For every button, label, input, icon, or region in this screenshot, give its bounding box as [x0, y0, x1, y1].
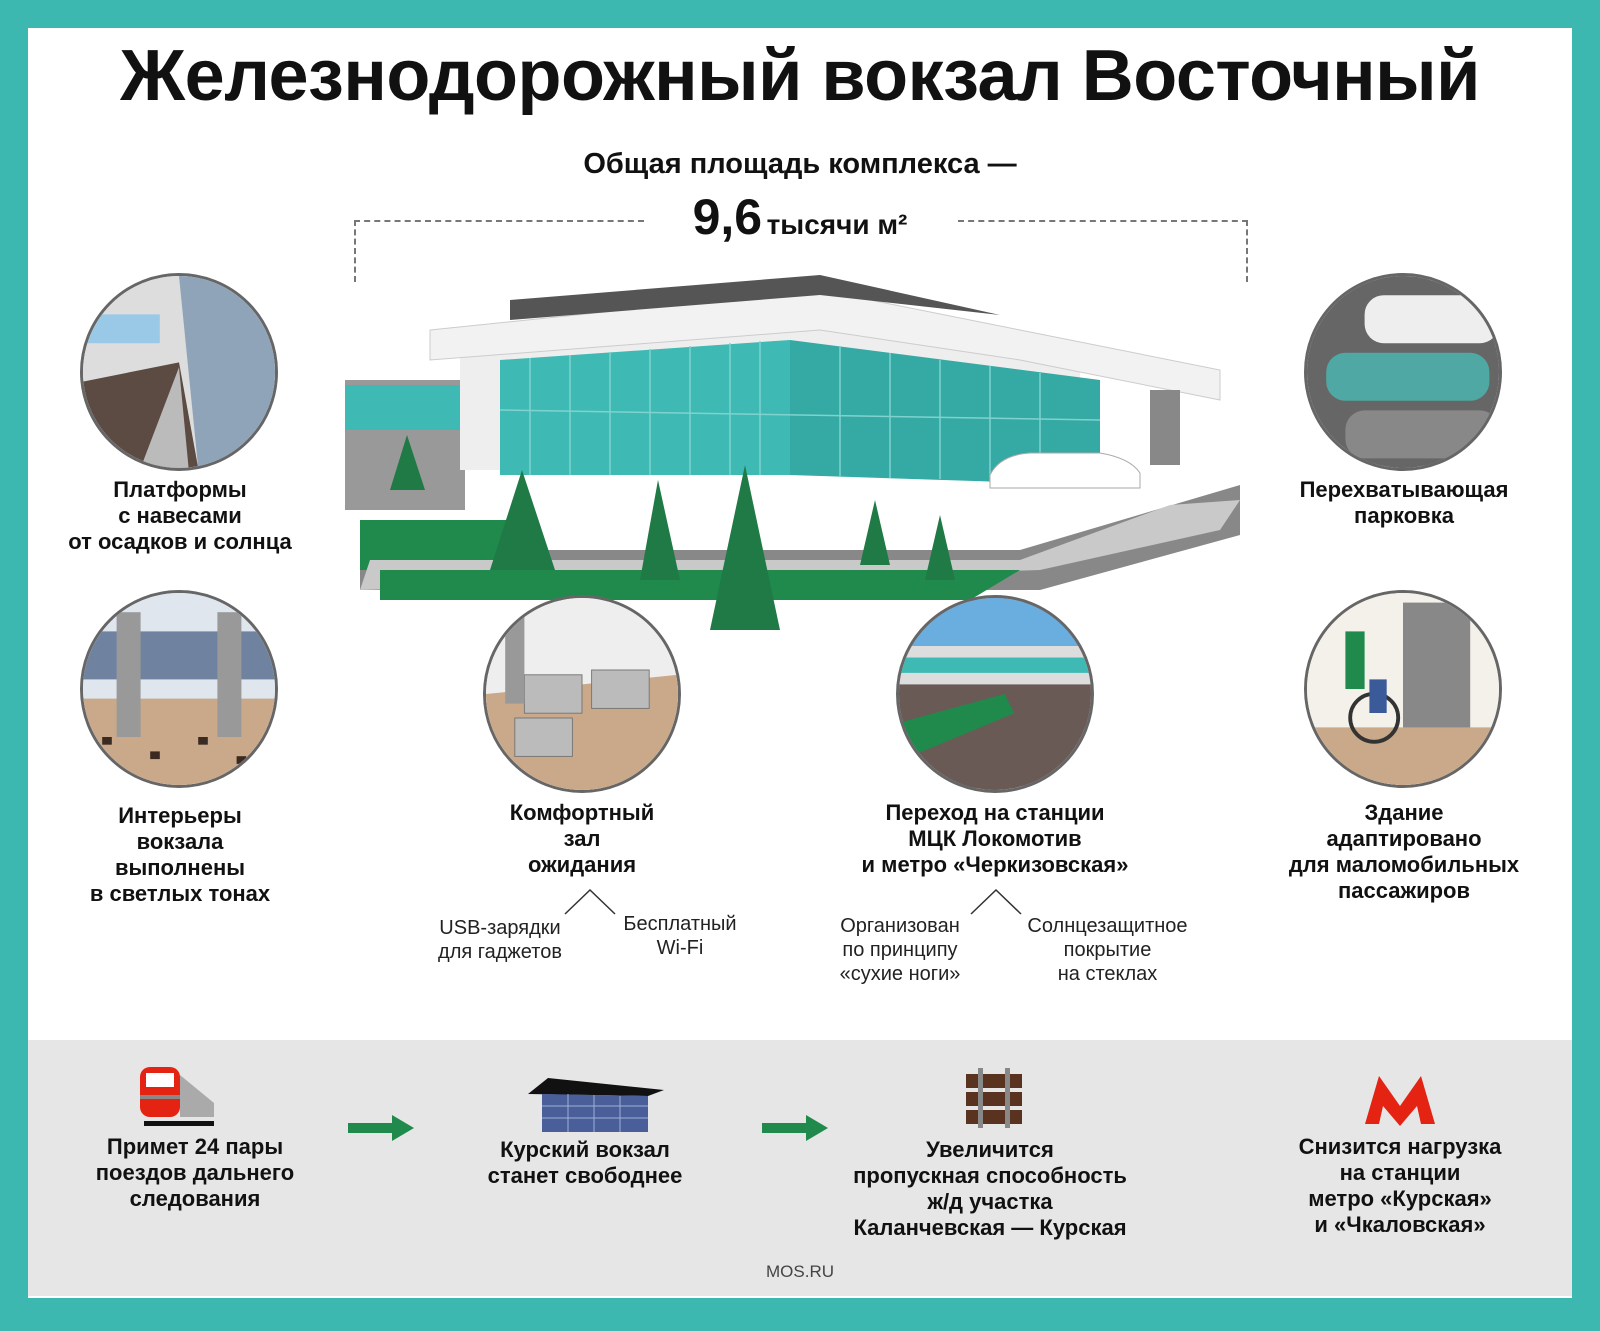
- dimension-line-left: [354, 220, 644, 222]
- effect-label-capacity: Увеличится пропускная способность ж/д уч…: [853, 1137, 1127, 1240]
- detail-wifi: Бесплатный Wi-Fi: [623, 913, 737, 959]
- rails-icon: [966, 1068, 1022, 1128]
- branch-connector: [564, 888, 616, 915]
- detail-usb: USB-зарядки для гаджетов: [438, 917, 562, 963]
- effects-band: [28, 1040, 1572, 1296]
- feature-label-parking: Перехватывающая парковка: [1299, 477, 1509, 528]
- interior-icon: [80, 590, 278, 788]
- transfer-icon: [896, 595, 1094, 793]
- effect-label-kursky: Курский вокзал станет свободнее: [487, 1137, 683, 1188]
- dimension-line-right: [958, 220, 1248, 222]
- arrow-right-icon: [348, 1115, 414, 1141]
- parking-icon: [1304, 273, 1502, 471]
- area-label: Общая площадь комплекса —: [583, 148, 1017, 180]
- train-icon: [140, 1067, 214, 1126]
- area-value-row: 9,6 тысячи м²: [0, 188, 1600, 246]
- arrow-right-icon: [762, 1115, 828, 1141]
- station-illustration: [345, 275, 1240, 630]
- effect-label-metro: Снизится нагрузка на станции метро «Курс…: [1298, 1134, 1502, 1237]
- page-title: Железнодорожный вокзал Восточный: [120, 36, 1480, 116]
- feature-label-waiting-hall: Комфортный зал ожидания: [509, 800, 655, 877]
- station-building-icon: [528, 1078, 664, 1132]
- detail-sun-coating: Солнцезащитное покрытие на стеклах: [1027, 915, 1188, 985]
- detail-dry-feet: Организован по принципу «сухие ноги»: [839, 915, 961, 985]
- feature-label-platforms: Платформы с навесами от осадков и солнца: [68, 477, 292, 554]
- metro-icon: [1365, 1076, 1435, 1126]
- branch-connector: [970, 888, 1022, 915]
- area-unit: тысячи м²: [766, 209, 908, 240]
- feature-label-transfer: Переход на станции МЦК Локомотив и метро…: [861, 800, 1129, 877]
- waiting-hall-icon: [483, 595, 681, 793]
- effect-label-trains: Примет 24 пары поездов дальнего следован…: [95, 1134, 295, 1211]
- dimension-tick-right: [1246, 220, 1248, 282]
- feature-label-interiors: Интерьеры вокзала выполнены в светлых то…: [89, 803, 271, 906]
- area-value: 9,6: [692, 189, 763, 245]
- source-label: MOS.RU: [766, 1262, 834, 1281]
- accessibility-icon: [1304, 590, 1502, 788]
- dimension-tick-left: [354, 220, 356, 282]
- platform-icon: [80, 273, 278, 471]
- feature-label-accessibility: Здание адаптировано для маломобильных па…: [1288, 800, 1520, 903]
